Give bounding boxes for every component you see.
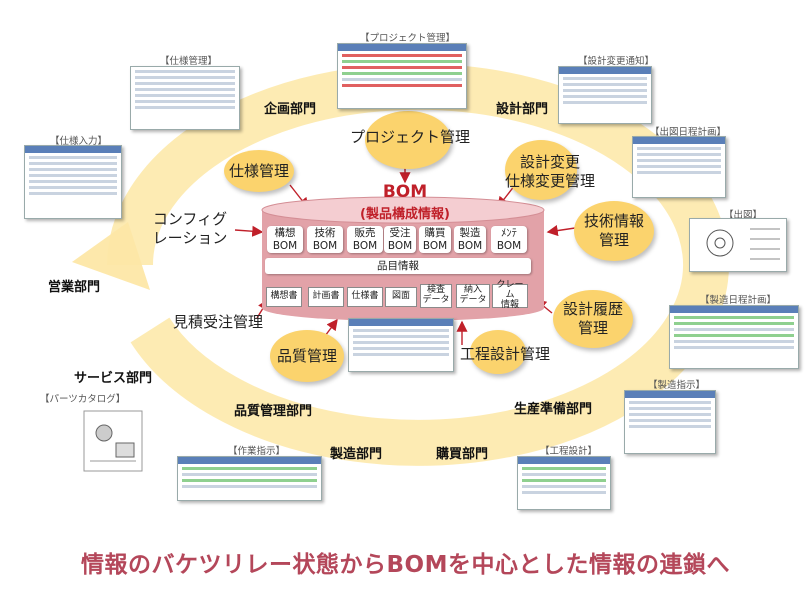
doc-concept: 構想書 [266, 287, 302, 307]
label-estimate-order: 見積受注管理 [172, 313, 263, 331]
work-instruction-screen [177, 456, 322, 501]
label-project-mgmt-screen: 【プロジェクト管理】 [360, 33, 456, 44]
label-mfg-schedule-screen: 【製造日程計画】 [700, 295, 777, 306]
label-process-design: 工程設計管理 [459, 345, 550, 363]
mfg-schedule-screen [669, 305, 799, 369]
bubble-process-design [470, 330, 526, 374]
bubble-design-history: 設計履歴管理 [553, 290, 633, 348]
dept-production-prep: 生産準備部門 [514, 402, 593, 417]
label-spec-input-screen: 【仕様入力】 [50, 136, 108, 147]
center-screen-thumbnail [348, 318, 454, 372]
doc-inspection: 検査データ [420, 284, 452, 308]
caption: 情報のバケツリレー状態からBOMを中心とした情報の連鎖へ [81, 552, 730, 578]
label-drawing-schedule-screen: 【出図日程計画】 [650, 127, 727, 138]
doc-spec: 仕様書 [347, 287, 383, 307]
design-change-screen [558, 66, 652, 124]
project-mgmt-screen [337, 43, 467, 109]
label-project-mgmt: プロジェクト管理 [349, 128, 470, 146]
bom-title: BOM [382, 182, 428, 202]
dept-manufacturing: 製造部門 [330, 447, 383, 462]
dept-sales: 営業部門 [48, 280, 101, 295]
label-drawing-screen: 【出図】 [724, 210, 763, 221]
dept-planning: 企画部門 [264, 102, 317, 117]
process-design-screen [517, 456, 611, 510]
bom-subtitle: (製品構成情報) [360, 207, 450, 222]
ring-arrowhead [72, 222, 150, 290]
bubble-quality: 品質管理 [270, 330, 344, 382]
mfg-instruction-screen [624, 390, 716, 454]
dept-quality: 品質管理部門 [234, 404, 313, 419]
doc-plan: 計画書 [308, 287, 344, 307]
label-spec-mgmt-screen: 【仕様管理】 [160, 56, 218, 67]
drawing-schedule-screen [632, 136, 726, 198]
label-process-design-screen: 【工程設計】 [540, 446, 598, 457]
spec-input-screen [24, 145, 122, 219]
spec-mgmt-screen [130, 66, 240, 130]
label-design-change-screen: 【設計変更通知】 [578, 56, 655, 67]
label-configuration: コンフィグレーション [152, 210, 228, 247]
item-info-bar: 品目情報 [265, 258, 531, 274]
bubble-design-change [505, 140, 577, 200]
bubble-tech-info: 技術情報管理 [574, 201, 654, 261]
label-design-change: 設計変更仕様変更管理 [504, 153, 595, 190]
bubble-spec-mgmt: 仕様管理 [224, 150, 294, 192]
dept-service: サービス部門 [74, 371, 153, 386]
label-work-instruction-screen: 【作業指示】 [228, 446, 286, 457]
label-mfg-instruction-screen: 【製造指示】 [648, 380, 706, 391]
dept-design: 設計部門 [496, 102, 549, 117]
dept-purchasing: 購買部門 [436, 447, 489, 462]
label-parts-catalog-screen: 【パーツカタログ】 [40, 394, 126, 405]
doc-claim: クレーム情報 [492, 280, 528, 310]
bubble-project-mgmt [365, 111, 451, 169]
parts-catalog-screen [80, 407, 146, 475]
doc-delivery: 納入データ [456, 284, 490, 308]
drawing-screen [689, 218, 787, 272]
doc-drawing: 図面 [385, 287, 417, 307]
